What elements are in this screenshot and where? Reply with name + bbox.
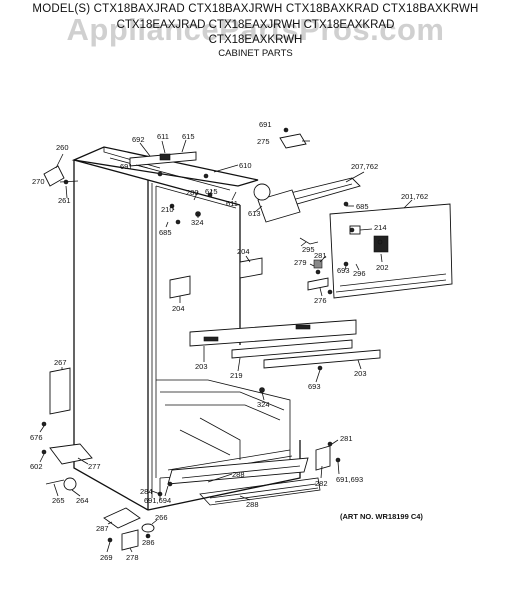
callout-281a: 281: [314, 251, 327, 260]
callout-281b: 281: [340, 434, 353, 443]
callout-266: 266: [155, 513, 168, 522]
watermark: AppliancePartsPros.com: [66, 12, 445, 47]
callout-691-693: 691,693: [336, 475, 363, 484]
callout-287: 287: [96, 524, 109, 533]
callout-611b: 611: [226, 199, 238, 208]
callout-labels: 260 270 261 692 611 615 691 610 615 280 …: [30, 120, 428, 562]
callout-693a: 693: [337, 266, 350, 275]
callout-282: 282: [315, 479, 328, 488]
callout-611a: 611: [157, 132, 169, 141]
callout-261: 261: [58, 196, 71, 205]
callout-278: 278: [126, 553, 139, 562]
callout-296: 296: [353, 269, 366, 278]
callout-267: 267: [54, 358, 67, 367]
callout-277: 277: [88, 462, 101, 471]
callout-685b: 685: [356, 202, 369, 211]
callout-615a: 615: [182, 132, 195, 141]
callout-202: 202: [376, 263, 389, 272]
callout-286: 286: [142, 538, 155, 547]
callout-269: 269: [100, 553, 113, 562]
callout-692: 692: [132, 135, 145, 144]
callout-275: 275: [257, 137, 270, 146]
callout-613: 613: [248, 209, 261, 218]
model-list-line-1: MODEL(S) CTX18BAXJRAD CTX18BAXJRWH CTX18…: [32, 3, 479, 15]
model-list-line-2: CTX18EAXJRAD CTX18EAXJRWH CTX18EAXKRAD: [116, 19, 395, 31]
cabinet-rails: [49, 257, 381, 506]
callout-203a: 203: [195, 362, 208, 371]
callout-264: 264: [76, 496, 89, 505]
diagram-subtitle: CABINET PARTS: [218, 48, 293, 59]
control-parts: [43, 133, 453, 551]
callout-685a: 685: [159, 228, 172, 237]
callout-276: 276: [314, 296, 327, 305]
callout-610: 610: [239, 161, 252, 170]
callout-204a: 204: [237, 247, 250, 256]
fasteners: [41, 127, 349, 543]
callout-207: 207,762: [351, 162, 378, 171]
callout-279: 279: [294, 258, 307, 267]
callout-691b: 691: [259, 120, 272, 129]
callout-615b: 615: [205, 187, 218, 196]
callout-691a: 691: [120, 162, 133, 171]
callout-324b: 324: [257, 400, 270, 409]
callout-295: 295: [302, 245, 315, 254]
callout-288a: 288: [232, 470, 245, 479]
callout-219: 219: [230, 371, 243, 380]
callout-214: 214: [374, 223, 387, 232]
callout-210: 210: [161, 205, 174, 214]
callout-691-694: 691,694: [144, 496, 171, 505]
callout-324a: 324: [191, 218, 204, 227]
callout-280: 280: [186, 188, 199, 197]
art-number: (ART NO. WR18199 C4): [340, 512, 423, 521]
model-list-line-3: CTX18EAXKRWH: [208, 34, 303, 46]
callout-693b: 693: [308, 382, 321, 391]
callout-265: 265: [52, 496, 65, 505]
callout-284: 284: [140, 487, 153, 496]
callout-602: 602: [30, 462, 43, 471]
callout-676: 676: [30, 433, 43, 442]
leader-lines: [39, 127, 413, 553]
callout-203b: 203: [354, 369, 367, 378]
callout-260: 260: [56, 143, 69, 152]
callout-270: 270: [32, 177, 45, 186]
callout-201: 201,762: [401, 192, 428, 201]
callout-288b: 288: [246, 500, 259, 509]
callout-204b: 204: [172, 304, 185, 313]
